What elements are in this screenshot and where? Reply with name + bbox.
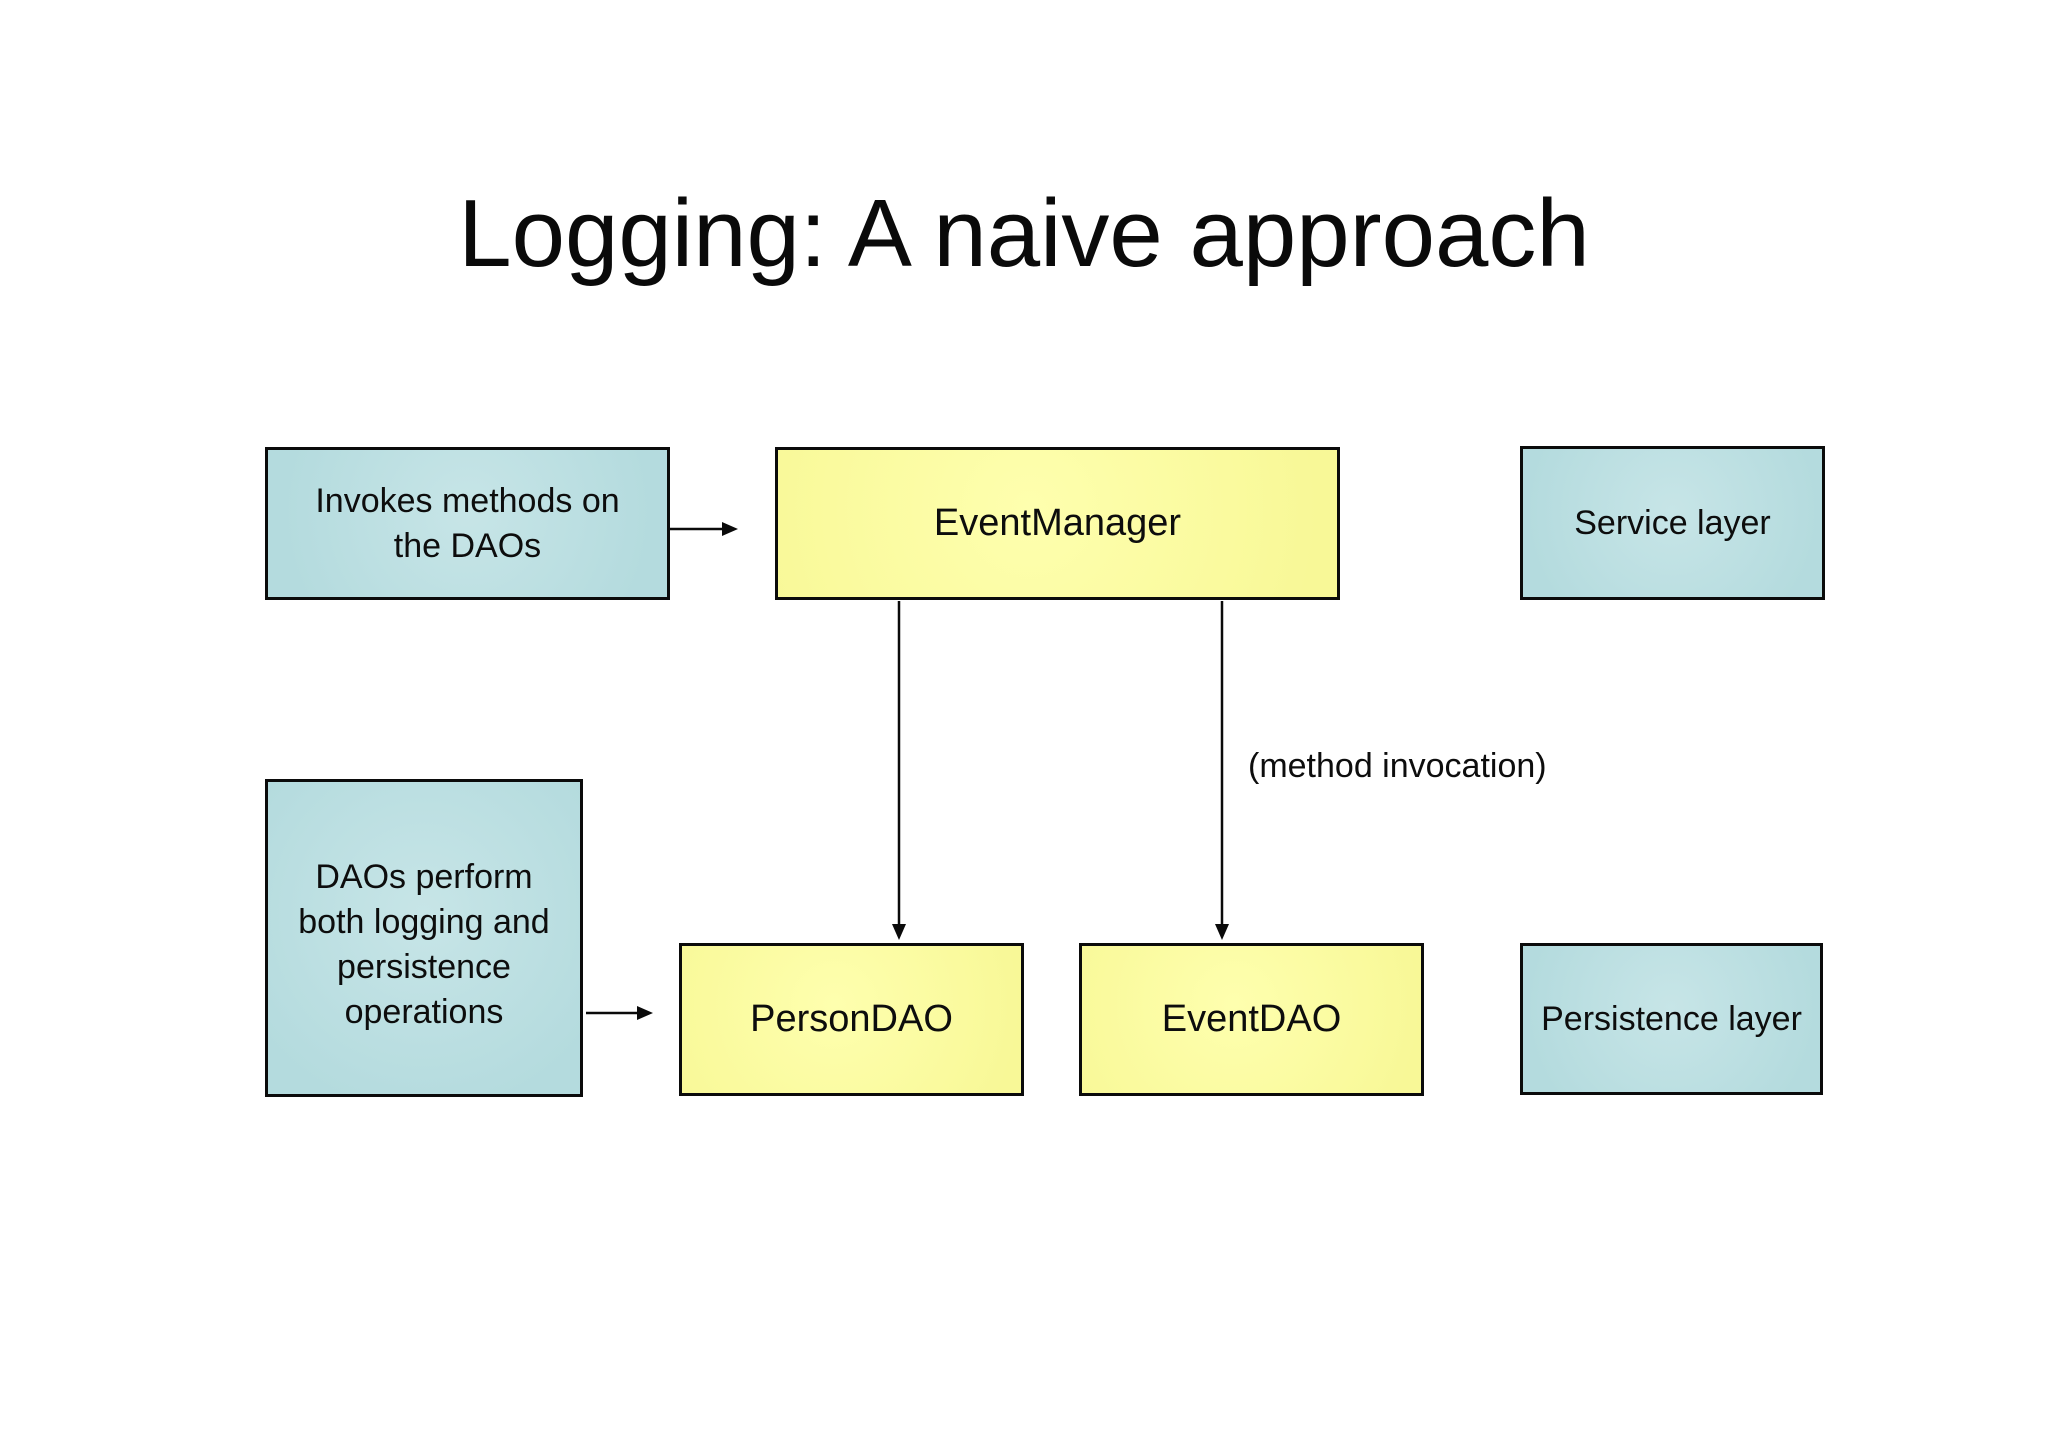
component-box-event-dao: EventDAO (1079, 943, 1424, 1096)
note-box-daos-perform: DAOs perform both logging and persistenc… (265, 779, 583, 1097)
component-box-person-dao: PersonDAO (679, 943, 1024, 1096)
layer-box-persistence-layer: Persistence layer (1520, 943, 1823, 1095)
note-box-invokes-methods: Invokes methods on the DAOs (265, 447, 670, 600)
layer-box-service-layer: Service layer (1520, 446, 1825, 600)
component-box-event-manager: EventManager (775, 447, 1340, 600)
method-invocation-label: (method invocation) (1248, 747, 1547, 785)
slide-title: Logging: A naive approach (458, 180, 1590, 287)
